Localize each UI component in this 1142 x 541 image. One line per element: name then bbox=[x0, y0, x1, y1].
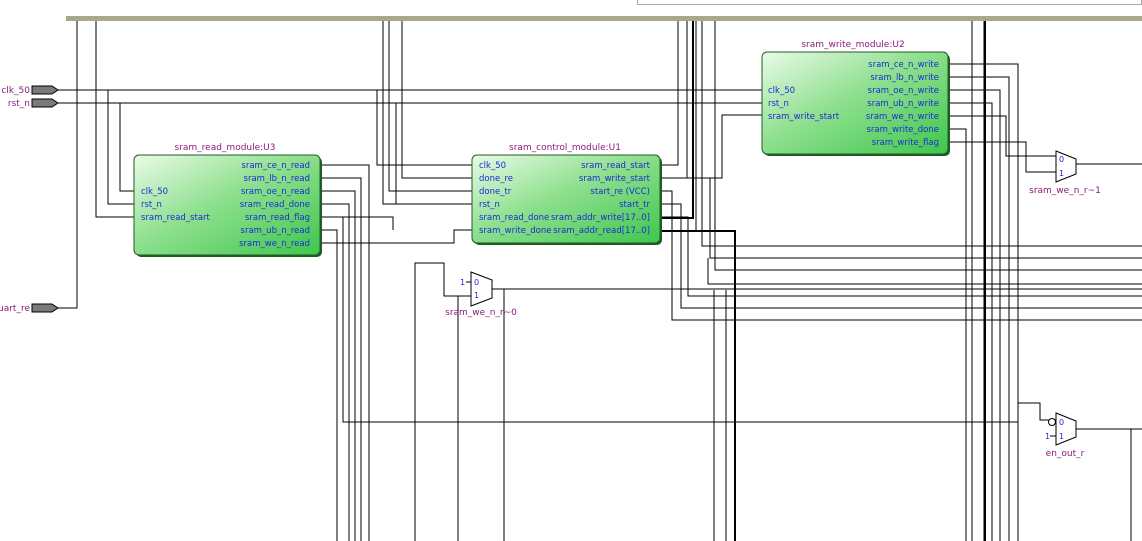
module-title: sram_write_module:U2 bbox=[801, 40, 904, 50]
port-label: sram_write_start bbox=[579, 174, 651, 184]
port-label: sram_oe_n_read bbox=[241, 187, 310, 197]
port-label: sram_lb_n_write bbox=[870, 73, 939, 83]
port-label: sram_ub_n_read bbox=[241, 226, 310, 236]
mux-input-label: 0 bbox=[1059, 155, 1064, 164]
module-control[interactable]: sram_control_module:U1 clk_50 done_re do… bbox=[471, 143, 662, 245]
port-label: rst_n bbox=[479, 200, 500, 210]
input-pin-rst[interactable]: rst_n bbox=[8, 98, 59, 109]
module-title: sram_read_module:U3 bbox=[174, 143, 275, 153]
port-label: sram_read_flag bbox=[245, 213, 310, 223]
input-pin-clk[interactable]: clk_50 bbox=[1, 85, 59, 96]
mux-label: sram_we_n_r~0 bbox=[445, 308, 517, 318]
port-label: rst_n bbox=[141, 200, 162, 210]
mux-we-n-r-1[interactable]: 0 1 sram_we_n_r~1 bbox=[1029, 150, 1101, 196]
port-label: clk_50 bbox=[768, 86, 795, 96]
mux-label: en_out_r bbox=[1046, 449, 1085, 459]
port-label: sram_write_done bbox=[867, 125, 940, 135]
mux-input-label: 0 bbox=[474, 278, 479, 287]
module-write[interactable]: sram_write_module:U2 clk_50 rst_n sram_w… bbox=[761, 40, 950, 156]
port-label: sram_addr_write[17..0] bbox=[551, 213, 650, 223]
mux-input-label: 1 bbox=[1059, 169, 1064, 178]
mux-input-label: 1 bbox=[474, 291, 479, 300]
port-label: start_re (VCC) bbox=[590, 187, 650, 197]
port-label: sram_ce_n_read bbox=[241, 161, 310, 171]
port-label: clk_50 bbox=[479, 161, 506, 171]
mux-label: sram_we_n_r~1 bbox=[1029, 186, 1101, 196]
pin-label-clk: clk_50 bbox=[1, 86, 30, 96]
port-label: sram_lb_n_read bbox=[244, 174, 310, 184]
pin-label-uart: uart_re bbox=[0, 304, 30, 314]
mux-input-label: 0 bbox=[1059, 418, 1064, 427]
port-label: done_re bbox=[479, 174, 513, 184]
port-label: sram_read_done bbox=[479, 213, 549, 223]
module-read[interactable]: sram_read_module:U3 clk_50 rst_n sram_re… bbox=[133, 143, 322, 257]
port-label: sram_oe_n_write bbox=[868, 86, 939, 96]
port-label: sram_we_n_read bbox=[239, 239, 310, 249]
mux-en-out-r[interactable]: 0 1 1 en_out_r bbox=[1045, 412, 1085, 459]
pin-label-rst: rst_n bbox=[8, 99, 30, 109]
port-label: sram_write_done bbox=[479, 226, 552, 236]
mux-input-label: 1 bbox=[1059, 432, 1064, 441]
port-label: sram_addr_read[17..0] bbox=[553, 226, 650, 236]
port-label: done_tr bbox=[479, 187, 512, 197]
top-rail bbox=[66, 16, 1142, 21]
port-label: clk_50 bbox=[141, 187, 168, 197]
port-label: sram_we_n_write bbox=[866, 112, 939, 122]
wires bbox=[58, 21, 1142, 541]
module-title: sram_control_module:U1 bbox=[509, 143, 621, 153]
port-label: sram_read_start bbox=[581, 161, 651, 171]
port-label: sram_write_start bbox=[768, 112, 840, 122]
mux-const-label: 1 bbox=[1045, 432, 1050, 441]
port-label: sram_read_start bbox=[141, 213, 211, 223]
port-label: sram_read_done bbox=[240, 200, 310, 210]
port-label: sram_write_flag bbox=[872, 138, 939, 148]
port-label: rst_n bbox=[768, 99, 789, 109]
mux-we-n-r-0[interactable]: 0 1 1 sram_we_n_r~0 bbox=[445, 271, 517, 318]
port-label: start_tr bbox=[619, 200, 650, 210]
mux-const-label: 1 bbox=[460, 278, 465, 287]
port-label: sram_ce_n_write bbox=[868, 60, 939, 70]
input-pin-uart[interactable]: uart_re bbox=[0, 303, 59, 314]
port-label: sram_ub_n_write bbox=[867, 99, 939, 109]
